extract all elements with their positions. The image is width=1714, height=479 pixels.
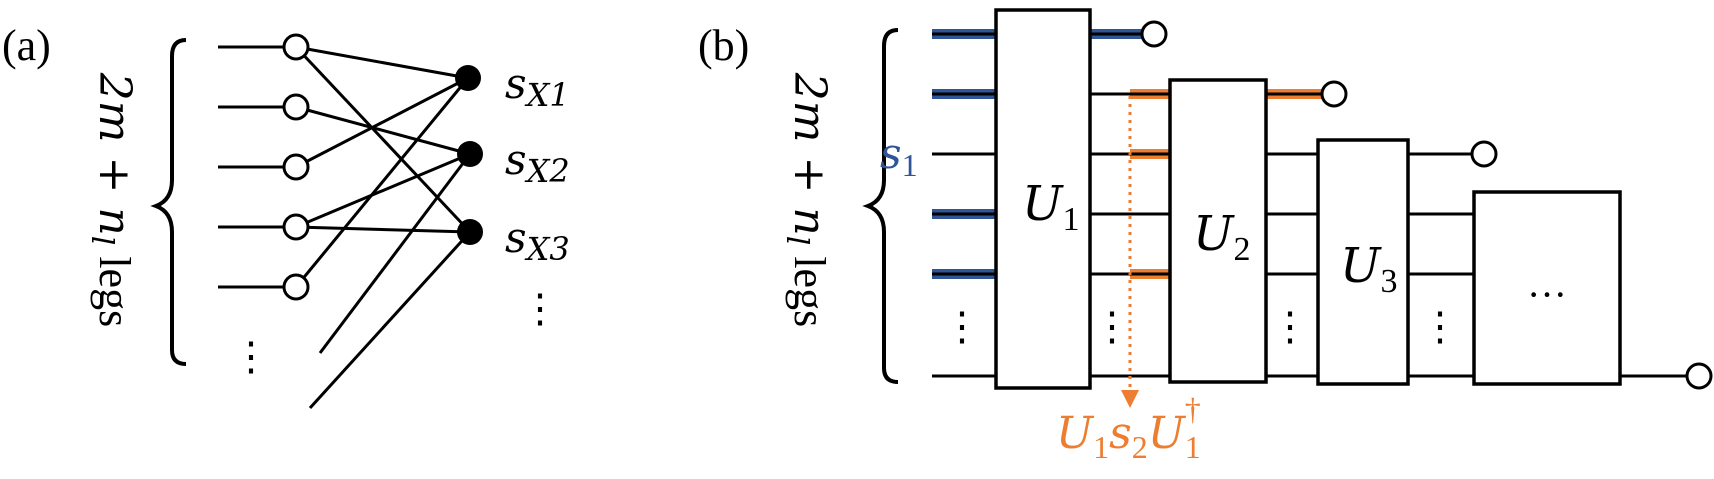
- unitary-box-u3: [1316, 138, 1410, 386]
- panel-a-legs: [218, 45, 284, 289]
- vdots-before-u1: ⋮: [942, 304, 982, 349]
- panel-a-label: (a): [2, 21, 51, 70]
- output-label-sx3: sX3: [505, 213, 570, 268]
- unitary-label-u3: U3: [1340, 238, 1397, 300]
- wires-u3-last: [1408, 212, 1688, 378]
- unitary-label-more: ···: [1527, 272, 1567, 317]
- panel-a-open-nodes: [282, 33, 310, 301]
- panel-b-output-nodes: [1140, 20, 1713, 390]
- unitary-label-u2: U2: [1193, 206, 1250, 268]
- panel-b-brace-label: 2m + nl legs: [779, 72, 835, 327]
- panel-a-brace-label: 2m + nl legs: [84, 72, 140, 327]
- output-label-sx2: sX2: [505, 135, 570, 190]
- wires-u2-u3: [1266, 152, 1472, 378]
- orange-expression: U1s2U1†: [1056, 391, 1201, 465]
- unitary-box-u1: [994, 8, 1092, 390]
- orange-arrow-head: [1121, 390, 1139, 408]
- unitary-box-more: [1472, 190, 1622, 386]
- vdots-u3-more: ⋮: [1420, 304, 1460, 349]
- vdots-u1-u2: ⋮: [1092, 304, 1132, 349]
- panel-b-input-legs: [932, 32, 1142, 378]
- panel-a-brace: [150, 38, 187, 366]
- panel-a-vertical-dots: ⋮: [231, 334, 271, 379]
- panel-a: (a) 2m + nl legs: [2, 21, 570, 410]
- s1-label: s1: [880, 129, 918, 183]
- panel-a-output-nodes: [455, 65, 483, 245]
- vdots-u2-u3: ⋮: [1270, 304, 1310, 349]
- output-label-sx1: sX1: [505, 59, 570, 114]
- panel-b-label: (b): [698, 21, 749, 70]
- unitary-box-u2: [1168, 78, 1268, 384]
- unitary-label-u1: U1: [1022, 176, 1079, 238]
- panel-a-connections: [294, 45, 472, 410]
- panel-a-outputs-more: ⋮: [520, 286, 560, 331]
- panel-b: (b) 2m + nl legs s1: [698, 8, 1713, 465]
- panel-b-brace: [862, 28, 899, 384]
